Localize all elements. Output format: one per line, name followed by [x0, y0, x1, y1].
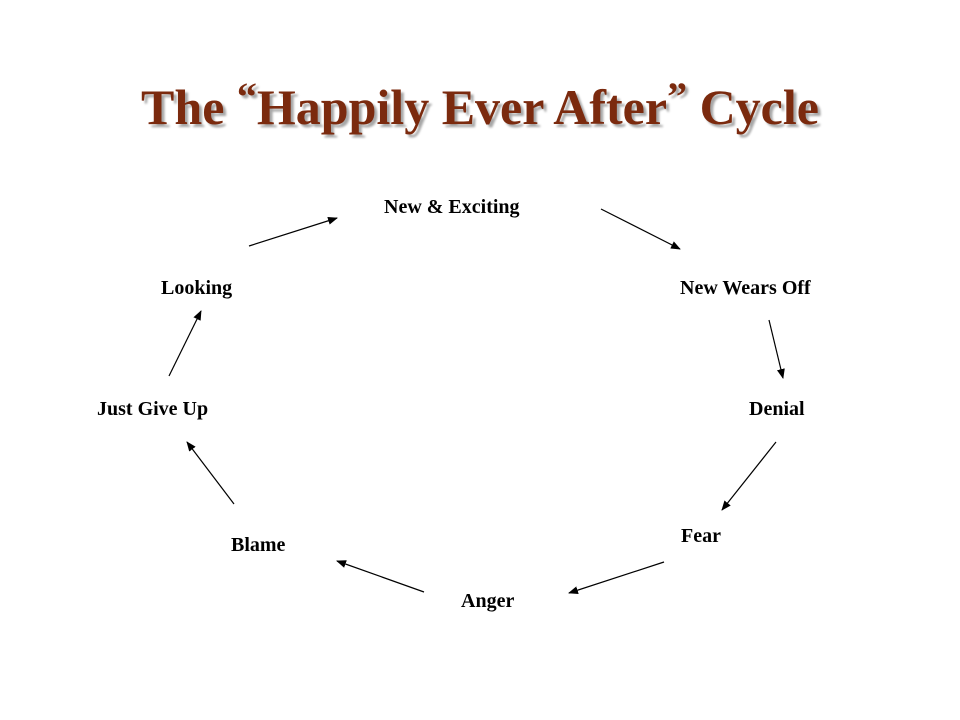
title-suffix: Cycle [687, 79, 819, 135]
arrow-anger-to-blame [336, 560, 425, 593]
arrow-fear-to-anger [568, 561, 665, 595]
arrow-wears-off-to-denial [768, 319, 785, 379]
stage-denial: Denial [749, 398, 805, 420]
title-prefix: The [141, 79, 237, 135]
stage-just-give-up: Just Give Up [97, 398, 209, 420]
arrow-giveup-to-looking [168, 310, 202, 377]
title-main: Happily Ever After [256, 79, 668, 135]
arrow-blame-to-giveup [186, 441, 235, 505]
arrow-looking-to-new [248, 216, 338, 247]
title-close-quote: ” [667, 74, 688, 119]
stage-anger: Anger [461, 590, 515, 612]
stage-fear: Fear [681, 525, 721, 547]
stage-looking: Looking [161, 277, 233, 299]
stage-new-wears-off: New Wears Off [680, 277, 811, 299]
slide-title: The “Happily Ever After” Cycle [0, 62, 960, 142]
arrow-denial-to-fear [721, 441, 777, 511]
stage-new-exciting: New & Exciting [384, 196, 520, 218]
title-open-quote: “ [236, 74, 257, 119]
arrow-new-to-wears-off [600, 208, 681, 250]
stage-blame: Blame [231, 534, 286, 556]
